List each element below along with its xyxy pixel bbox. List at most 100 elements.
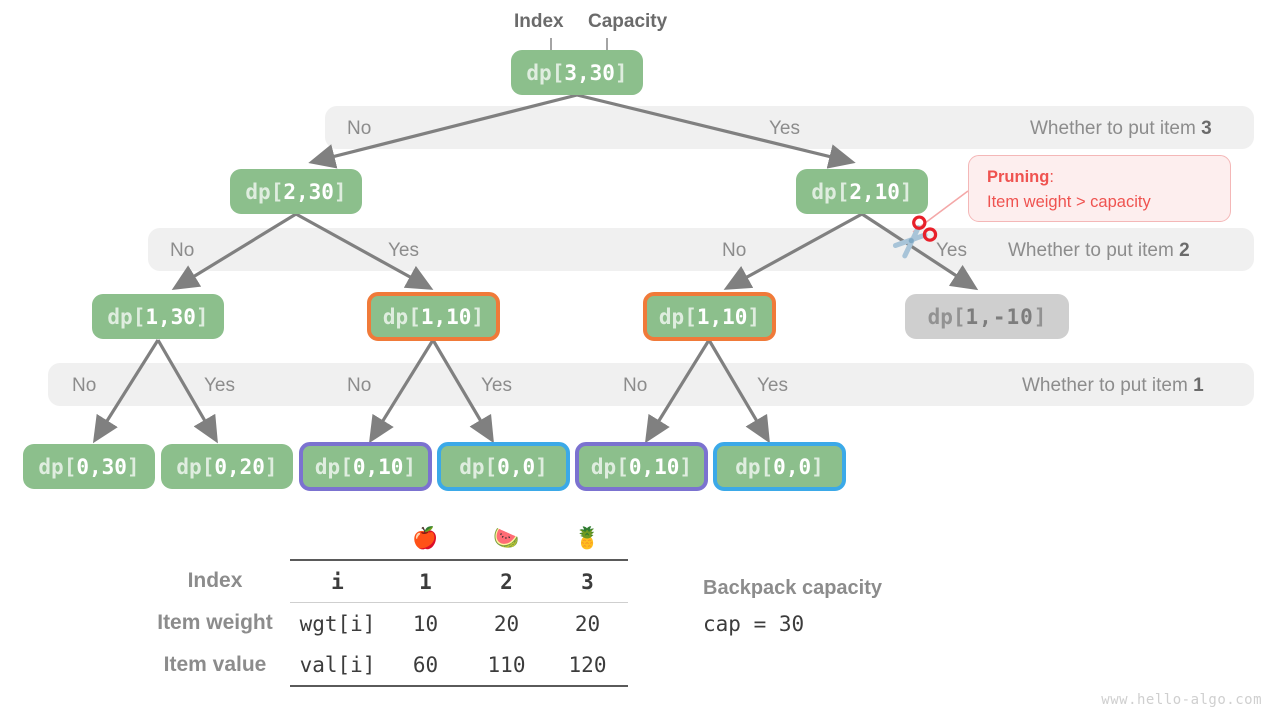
node-suffix: ] [535,454,548,479]
node-value: 1,10 [696,304,748,329]
node-suffix: ] [264,454,278,479]
node-suffix: ] [471,304,485,329]
row-label-value: Item value [163,653,267,676]
node-value: 0,0 [497,454,536,479]
branch-label-yes-l2-1: Yes [388,240,419,261]
items-table: 🍎 🍉 🍍 Index i 1 2 3 Item weight wgt[i] 1… [140,518,628,687]
items-table-wrap: 🍎 🍉 🍍 Index i 1 2 3 Item weight wgt[i] 1… [140,518,700,698]
level-label-item-2: Whether to put item 2 [1008,241,1190,260]
node-prefix: dp[ [107,304,146,329]
pineapple-icon: 🍍 [574,526,601,550]
empty-key-cell [290,518,385,560]
level-label-text-2: Whether to put item [1008,240,1180,261]
node-dp-3-30[interactable]: dp[3,30] [511,50,643,95]
node-dp-2-30[interactable]: dp[2,30] [230,169,362,214]
level-label-text-1: Whether to put item [1022,375,1194,396]
pruning-reason: Item weight > capacity [987,193,1151,211]
node-dp-0-30[interactable]: dp[0,30] [23,444,155,489]
capacity-annotation: Capacity [588,11,668,32]
row-key-index: i [290,559,385,603]
node-value: 0,30 [76,454,127,479]
node-prefix: dp[ [811,179,850,204]
node-suffix: ] [126,454,140,479]
branch-label-yes-l3: Yes [769,118,800,139]
node-prefix: dp[ [382,304,421,329]
row-key-value: val[i] [290,644,385,687]
branch-label-yes-l2-2: Yes [936,240,967,261]
node-prefix: dp[ [526,60,565,85]
node-suffix: ] [403,454,417,479]
cell-value-3: 120 [547,644,628,687]
node-prefix: dp[ [38,454,77,479]
pruning-colon: : [1049,168,1054,186]
node-dp-0-10-b[interactable]: dp[0,10] [575,442,708,491]
watermelon-icon: 🍉 [493,526,520,550]
node-dp-0-0-a[interactable]: dp[0,0] [437,442,570,491]
level-label-num-1: 1 [1193,375,1204,396]
node-value: 0,10 [352,454,404,479]
node-suffix: ] [1033,304,1047,329]
row-label-index: Index [187,569,243,593]
cell-weight-1: 10 [385,602,466,644]
node-dp-1-10-b[interactable]: dp[1,10] [643,292,776,341]
level-label-text-3: Whether to put item [1030,118,1202,139]
node-value: 1,30 [145,304,196,329]
table-row-index: Index i 1 2 3 [140,559,628,603]
node-prefix: dp[ [314,454,353,479]
node-prefix: dp[ [459,454,498,479]
node-value: 2,30 [283,179,334,204]
branch-label-no-l2-2: No [722,240,747,261]
node-dp-1-30[interactable]: dp[1,30] [92,294,224,339]
cell-weight-3: 20 [547,602,628,644]
pruning-title: Pruning [987,168,1050,186]
node-value: 0,10 [628,454,680,479]
level-label-item-1: Whether to put item 1 [1022,376,1204,395]
node-value: 1,10 [420,304,472,329]
node-suffix: ] [195,304,209,329]
branch-label-no-l1-2: No [347,375,372,396]
watermark: www.hello-algo.com [1101,692,1262,708]
node-dp-0-0-b[interactable]: dp[0,0] [713,442,846,491]
node-dp-0-20[interactable]: dp[0,20] [161,444,293,489]
node-suffix: ] [811,454,824,479]
node-value: 2,10 [849,179,900,204]
node-suffix: ] [614,60,628,85]
node-prefix: dp[ [245,179,284,204]
node-suffix: ] [899,179,913,204]
branch-label-yes-l1-2: Yes [481,375,512,396]
cell-value-2: 110 [466,644,547,687]
branch-label-no-l3: No [347,118,372,139]
cell-weight-2: 20 [466,602,547,644]
node-suffix: ] [747,304,761,329]
node-dp-1-10-a[interactable]: dp[1,10] [367,292,500,341]
node-dp-1-neg10-pruned[interactable]: dp[1,-10] [905,294,1069,339]
cell-value-1: 60 [385,644,466,687]
empty-corner [140,518,290,560]
node-prefix: dp[ [735,454,774,479]
cell-index-2: 2 [466,559,547,603]
node-prefix: dp[ [927,304,966,329]
apple-icon: 🍎 [412,526,439,550]
node-dp-2-10[interactable]: dp[2,10] [796,169,928,214]
branch-label-no-l2-1: No [170,240,195,261]
row-label-weight: Item weight [157,611,273,635]
capacity-block: Backpack capacity cap = 30 [703,578,882,635]
capacity-title: Backpack capacity [703,577,883,599]
node-value: 0,20 [214,454,265,479]
branch-label-yes-l1-3: Yes [757,375,788,396]
branch-label-no-l1-1: No [72,375,97,396]
node-dp-0-10-a[interactable]: dp[0,10] [299,442,432,491]
node-prefix: dp[ [658,304,697,329]
pruning-title-line: Pruning: [987,165,1230,190]
node-value: 3,30 [564,60,615,85]
row-key-weight: wgt[i] [290,602,385,644]
level-label-item-3: Whether to put item 3 [1030,119,1212,138]
level-label-num-3: 3 [1201,118,1212,139]
node-prefix: dp[ [176,454,215,479]
node-prefix: dp[ [590,454,629,479]
index-annotation: Index [514,11,564,32]
level-label-num-2: 2 [1179,240,1190,261]
capacity-expression: cap = 30 [703,612,805,636]
cell-index-1: 1 [385,559,466,603]
node-suffix: ] [333,179,347,204]
